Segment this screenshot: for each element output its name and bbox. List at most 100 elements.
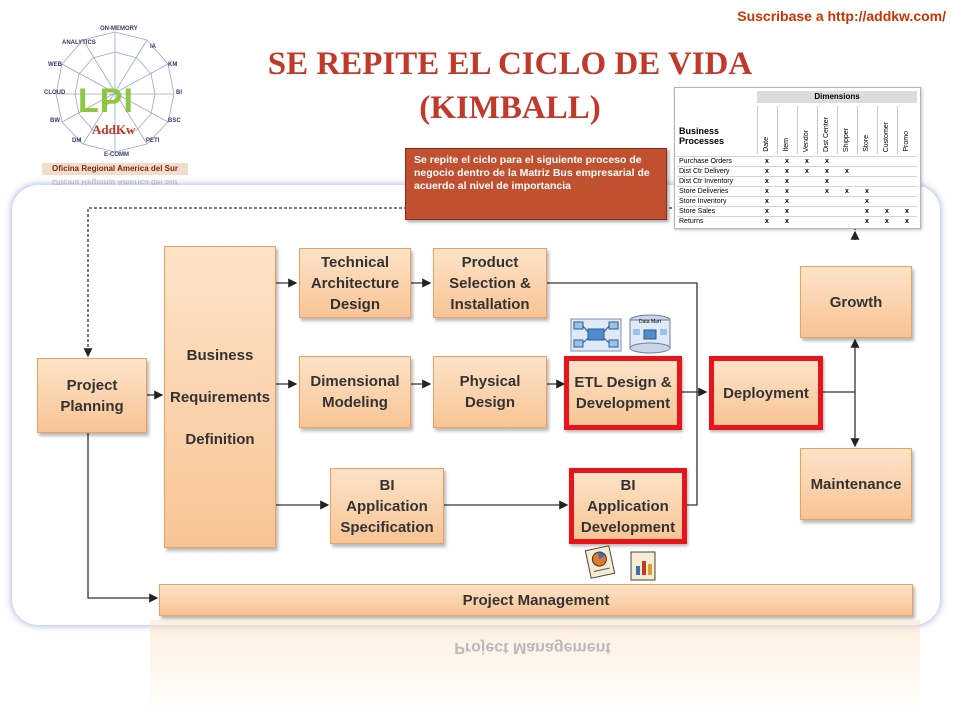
matrix-column-label: Shipper [843, 127, 850, 152]
matrix-mark: x [785, 218, 789, 225]
matrix-mark: x [825, 168, 829, 175]
matrix-column-header: Store [857, 106, 878, 154]
box-business-requirements: Business Requirements Definition [164, 246, 276, 548]
data-mart-label: Data Mart [639, 319, 662, 325]
radar-wheel-icon [55, 31, 175, 153]
wheel-label: ON-MEMORY [100, 26, 138, 32]
box-maintenance: Maintenance [800, 448, 912, 520]
wheel-label: KM [168, 62, 178, 68]
label: Growth [829, 293, 883, 311]
subscribe-link[interactable]: Suscribase a http://addkw.com/ [737, 8, 946, 24]
matrix-row-label: Store Deliveries [679, 188, 729, 195]
wheel-label: BW [50, 118, 60, 124]
matrix-mark: x [825, 158, 829, 165]
slide-reflection [150, 620, 920, 715]
matrix-mark: x [785, 168, 789, 175]
matrix-row: Dist Ctr Delivery x x x x x [677, 166, 917, 176]
matrix-mark: x [845, 168, 849, 175]
box-bi-development: BI Application Development [569, 468, 687, 544]
label: Product Selection & Installation [449, 253, 531, 313]
matrix-row-label: Dist Ctr Inventory [679, 178, 734, 185]
matrix-mark: x [885, 208, 889, 215]
wheel-label: E-COMM [104, 152, 129, 158]
label: Project Planning [60, 376, 124, 415]
matrix-mark: x [865, 208, 869, 215]
matrix-column-label: Customer [883, 121, 890, 152]
box-project-management: Project Management [159, 584, 913, 616]
logo-office-label: Oficina Regional America del Sur [42, 163, 188, 175]
matrix-column-header: Item [777, 106, 798, 154]
wheel-label: DM [72, 138, 82, 144]
box-physical-design: Physical Design [433, 356, 547, 428]
matrix-mark: x [785, 208, 789, 215]
matrix-mark: x [865, 218, 869, 225]
matrix-mark: x [765, 178, 769, 185]
matrix-mark: x [785, 198, 789, 205]
data-mart-icon: Data Mart [629, 314, 671, 354]
matrix-row-label: Dist Ctr Delivery [679, 168, 730, 175]
label: ETL Design & Development [574, 374, 672, 412]
label: Dimensional Modeling [310, 373, 400, 411]
logo-brand: LPI [78, 82, 134, 120]
matrix-row-label: Store Sales [679, 208, 716, 215]
matrix-row-label: Purchase Orders [679, 158, 732, 165]
box-technical-architecture: Technical Architecture Design [299, 248, 411, 318]
etl-diagram-icon [570, 318, 622, 352]
box-growth: Growth [800, 266, 912, 338]
report-icon [584, 545, 616, 579]
matrix-mark: x [845, 188, 849, 195]
matrix-processes-header: Business Processes [679, 126, 725, 146]
matrix-column-header: Date [757, 106, 778, 154]
matrix-mark: x [765, 198, 769, 205]
slide-title: SE REPITE EL CICLO DE VIDA (KIMBALL) [195, 42, 825, 130]
matrix-mark: x [765, 208, 769, 215]
project-management-reflection: Project Management [454, 639, 611, 656]
matrix-mark: x [765, 168, 769, 175]
matrix-mark: x [865, 198, 869, 205]
matrix-mark: x [765, 188, 769, 195]
label: Business Requirements Definition [169, 346, 271, 448]
matrix-row-label: Returns [679, 218, 704, 225]
wheel-label: ANALYTICS [62, 40, 96, 46]
box-etl-design: ETL Design & Development [564, 356, 682, 430]
callout-note: Se repite el ciclo para el siguiente pro… [405, 148, 667, 220]
matrix-mark: x [785, 188, 789, 195]
wheel-label: WEB [48, 62, 62, 68]
matrix-column-label: Item [783, 138, 790, 152]
wheel-label: BSC [168, 118, 181, 124]
matrix-row: Store Inventory x x x [677, 196, 917, 206]
matrix-mark: x [905, 218, 909, 225]
matrix-column-header: Dist Center [817, 106, 838, 154]
lpi-logo: ON-MEMORY ANALYTICS IA WEB KM CLOUD BI B… [42, 22, 188, 162]
label: Deployment [723, 384, 809, 402]
box-project-planning: Project Planning [37, 358, 147, 433]
matrix-column-label: Promo [903, 131, 910, 152]
title-line-1: SE REPITE EL CICLO DE VIDA [267, 46, 753, 82]
matrix-column-label: Date [763, 137, 770, 152]
matrix-mark: x [785, 178, 789, 185]
wheel-label: IA [150, 44, 156, 50]
wheel-label: CLOUD [44, 90, 66, 96]
wheel-label: PETI [146, 138, 160, 144]
box-bi-specification: BI Application Specification [330, 468, 444, 544]
box-deployment: Deployment [709, 356, 823, 430]
matrix-mark: x [905, 208, 909, 215]
label: BI Application Development [580, 476, 676, 536]
matrix-row: Store Sales x x x x x [677, 206, 917, 216]
matrix-mark: x [805, 168, 809, 175]
box-product-selection: Product Selection & Installation [433, 248, 547, 318]
matrix-column-header: Promo [897, 106, 918, 154]
matrix-mark: x [805, 158, 809, 165]
matrix-column-label: Dist Center [823, 116, 830, 152]
label: Technical Architecture Design [310, 253, 400, 313]
matrix-row-label: Store Inventory [679, 198, 727, 205]
matrix-column-header: Customer [877, 106, 898, 154]
chart-report-icon [630, 551, 656, 581]
label: Maintenance [810, 475, 902, 493]
label: BI Application Specification [340, 476, 434, 536]
